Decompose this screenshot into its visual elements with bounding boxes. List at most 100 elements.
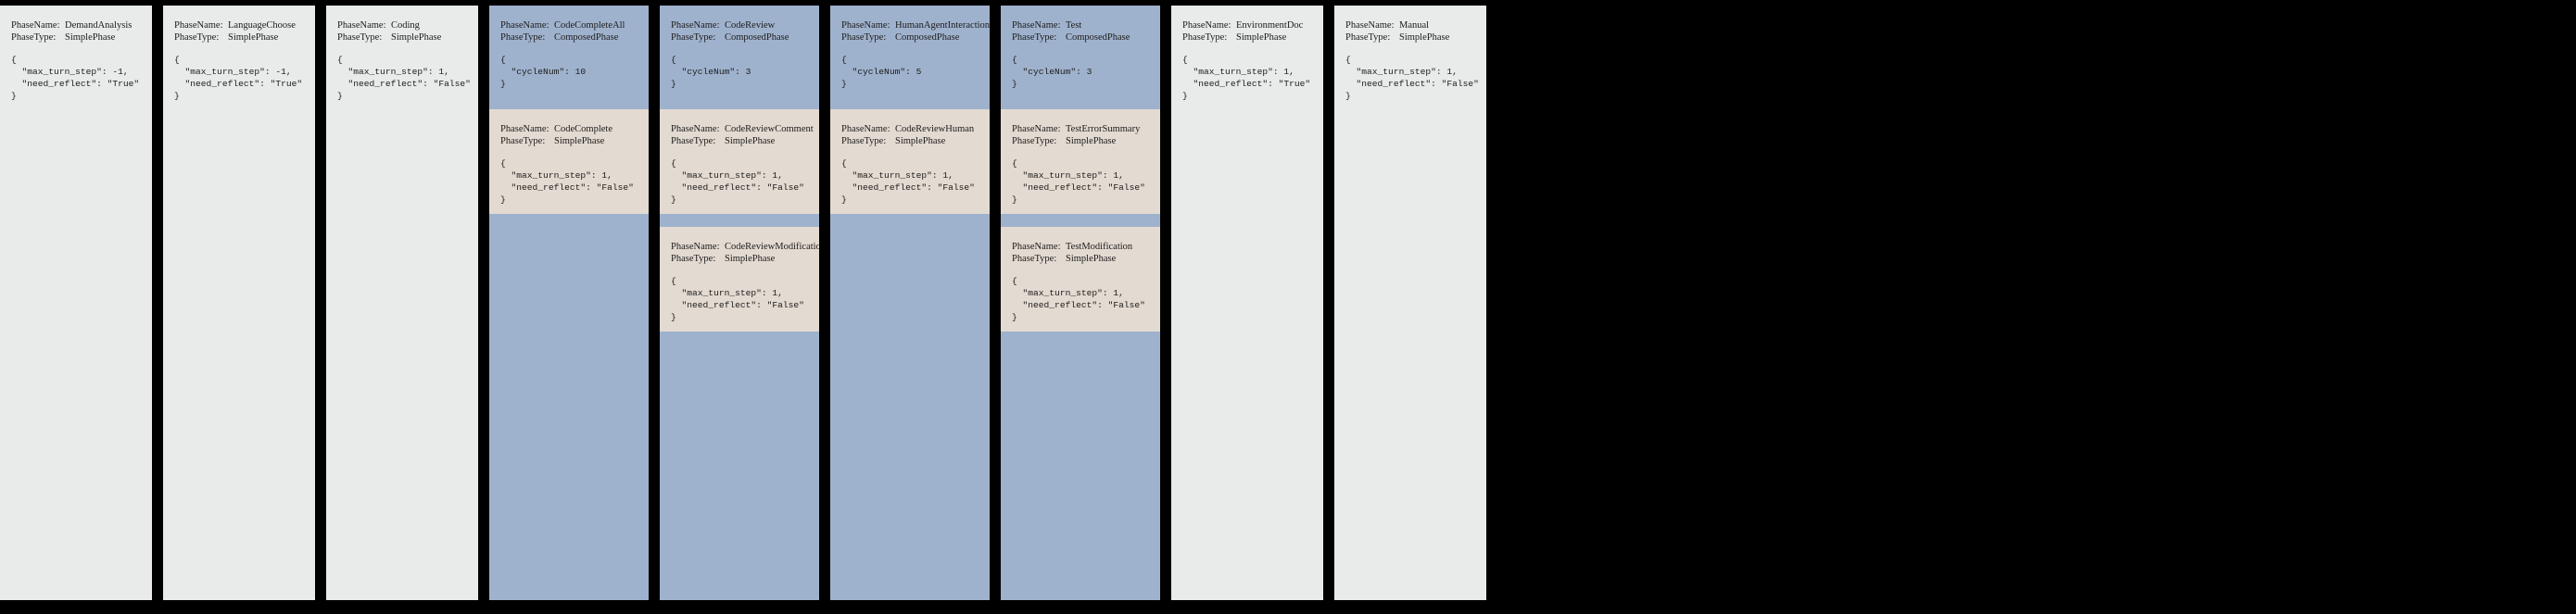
demand-analysis-phase-type-label: PhaseType: [11, 32, 57, 43]
coding-phase-type-label: PhaseType: [337, 32, 383, 43]
config-line: } [671, 194, 676, 205]
test-config: { "cycleNum": 3} [1012, 54, 1151, 90]
test-phase-type-label: PhaseType: [1012, 32, 1057, 43]
code-review-comment-phase-type-row: PhaseType:SimplePhase [671, 135, 810, 147]
language-choose-config: { "max_turn_step": -1, "need_reflect": "… [174, 54, 306, 102]
code-review-comment-phase-name-label: PhaseName: [671, 124, 720, 134]
test-error-summary-phase-name-row: PhaseName:TestErrorSummary [1012, 123, 1151, 135]
config-line: { [841, 55, 847, 65]
environment-doc-phase-name-label: PhaseName: [1182, 20, 1231, 31]
test-error-summary-phase-type-row: PhaseType:SimplePhase [1012, 135, 1151, 147]
coding-phase-type-value: SimplePhase [391, 32, 442, 43]
config-line: { [1012, 276, 1017, 286]
config-line: } [1012, 312, 1017, 322]
environment-doc-phase-name-value: EnvironmentDoc [1236, 20, 1304, 31]
config-line: } [1345, 91, 1351, 101]
code-review-comment-phase-name-row: PhaseName: CodeReviewComment [671, 123, 814, 135]
config-line: { [500, 55, 506, 65]
config-line: "cycleNum": 5 [841, 67, 922, 77]
language-choose-phase-name-row: PhaseName:LanguageChoose [174, 19, 306, 31]
coding-config: { "max_turn_step": 1, "need_reflect": "F… [337, 54, 471, 102]
code-review-config: { "cycleNum": 3} [671, 54, 810, 90]
code-review-comment-phase-name-value: CodeReviewComment [725, 124, 814, 134]
manual-phase-name-value: Manual [1399, 20, 1430, 31]
environment-doc-phase-name-row: PhaseName: EnvironmentDoc [1182, 19, 1314, 31]
composed-phase-spacer [660, 214, 819, 227]
config-line: "max_turn_step": 1, [337, 67, 449, 77]
manual-phase-type-label: PhaseType: [1345, 32, 1391, 43]
config-line: "cycleNum": 10 [500, 67, 587, 77]
manual-phase-name-label: PhaseName: [1345, 20, 1395, 31]
config-line: { [337, 55, 343, 65]
test-phase-name-label: PhaseName: [1012, 20, 1061, 31]
config-line: "max_turn_step": 1, [1182, 67, 1294, 77]
config-line: "need_reflect": "False" [337, 79, 471, 89]
code-review-human-config: { "max_turn_step": 1, "need_reflect": "F… [841, 157, 980, 206]
config-line: "need_reflect": "True" [11, 79, 140, 89]
config-line: "need_reflect": "False" [1012, 300, 1145, 310]
demand-analysis-phase-type-row: PhaseType:SimplePhase [11, 31, 143, 44]
coding-phase-name-value: Coding [391, 20, 420, 31]
code-complete-all-phase-name-value: CodeCompleteAll [554, 20, 625, 31]
config-line: "cycleNum": 3 [1012, 67, 1092, 77]
code-complete-phase-type-value: SimplePhase [554, 136, 605, 146]
config-line: { [1012, 158, 1017, 169]
config-line: } [1182, 91, 1188, 101]
manual-config: { "max_turn_step": 1, "need_reflect": "F… [1345, 54, 1479, 102]
config-line: "need_reflect": "False" [671, 182, 804, 193]
code-review-modification-phase-name-label: PhaseName: [671, 242, 720, 252]
test-modification-phase-name-row: PhaseName:TestModification [1012, 241, 1151, 253]
config-line: "cycleNum": 3 [671, 67, 751, 77]
config-line: { [500, 158, 506, 169]
config-line: { [1182, 55, 1188, 65]
code-review-human-phase-type-label: PhaseType: [841, 136, 887, 146]
language-choose-phase-name-label: PhaseName: [174, 20, 223, 31]
coding-phase-name-row: PhaseName:Coding [337, 19, 469, 31]
config-line: } [174, 91, 180, 101]
config-line: "max_turn_step": -1, [11, 67, 129, 77]
config-line: } [500, 194, 506, 205]
test-modification-phase-name-value: TestModification [1066, 242, 1133, 252]
config-line: } [337, 91, 343, 101]
language-choose-phase-type-label: PhaseType: [174, 32, 220, 43]
test-modification-phase-type-label: PhaseType: [1012, 254, 1057, 264]
code-complete-phase-name-row: PhaseName:CodeComplete [500, 123, 639, 135]
config-line: { [1012, 55, 1017, 65]
human-agent-interaction-phase-type-label: PhaseType: [841, 32, 887, 43]
code-review-comment-config: { "max_turn_step": 1, "need_reflect": "F… [671, 157, 810, 206]
human-agent-interaction-config: { "cycleNum": 5} [841, 54, 980, 90]
code-review-phase-name-row: PhaseName:CodeReview [671, 19, 810, 31]
human-agent-interaction-phase-name-label: PhaseName: [841, 20, 890, 31]
